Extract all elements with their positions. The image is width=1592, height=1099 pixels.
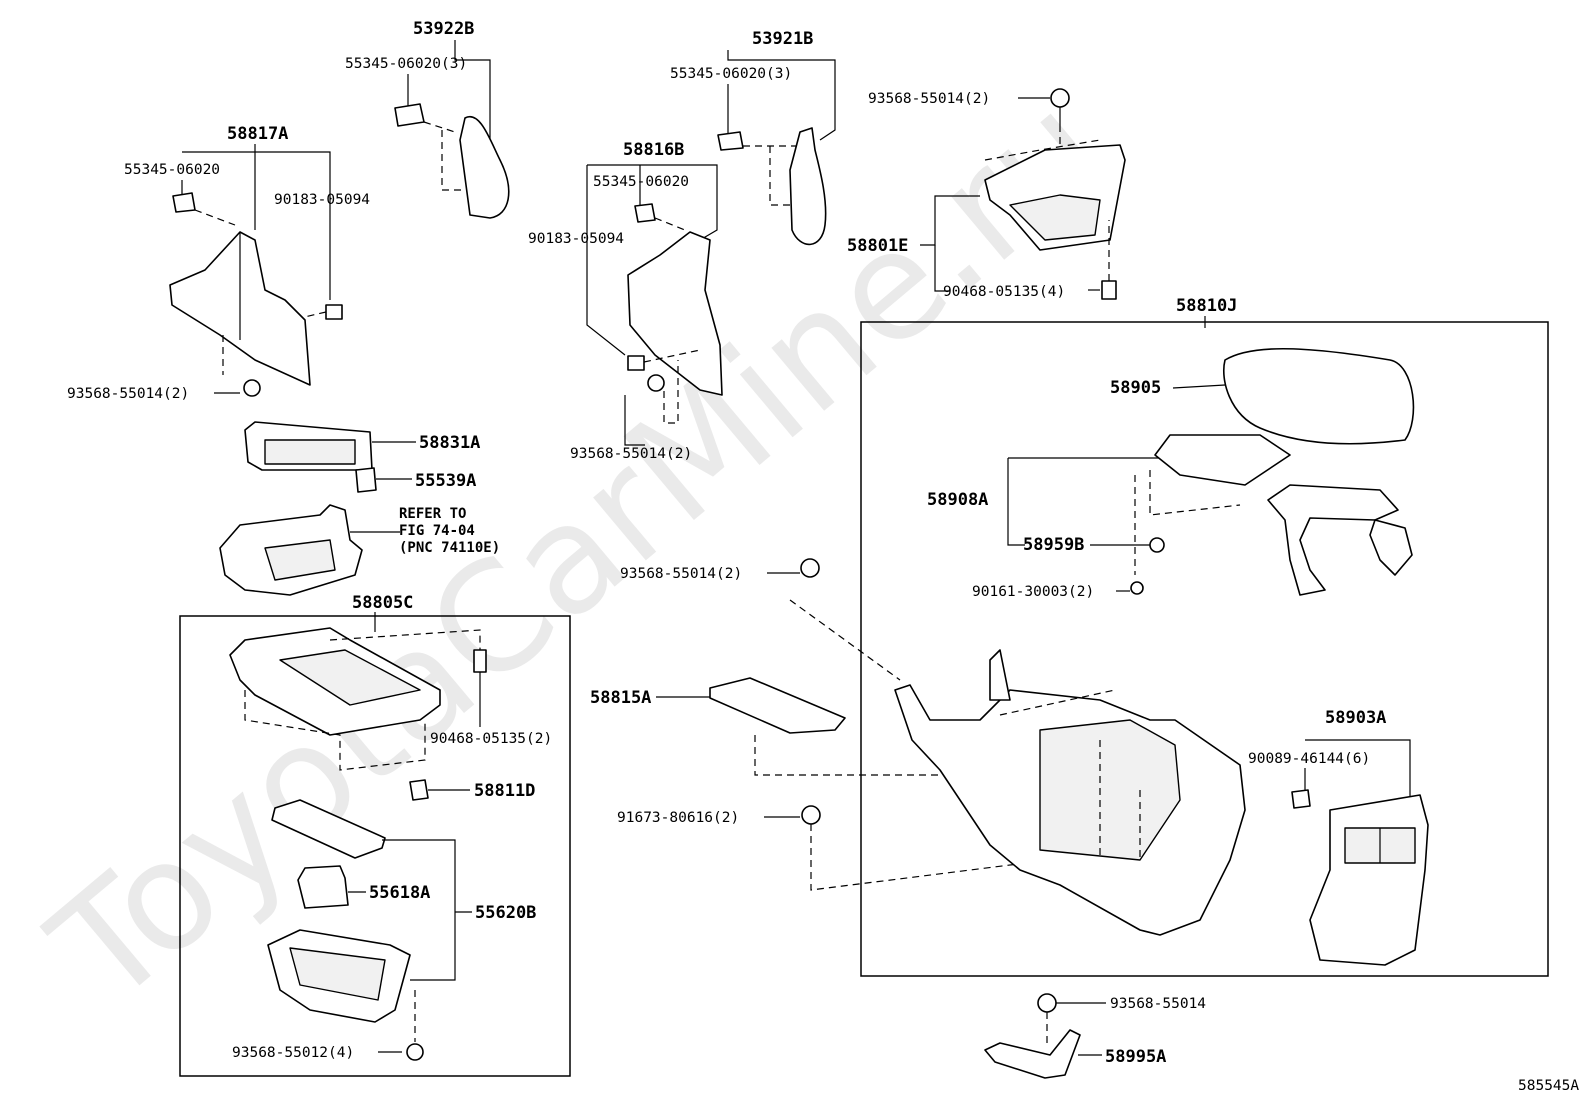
label-58831A: 58831A	[419, 433, 480, 453]
label-58817A: 58817A	[227, 124, 288, 144]
bolt-icon	[1050, 88, 1070, 108]
clip-icon	[1101, 280, 1117, 300]
bolt-icon	[243, 379, 261, 397]
holder-icon	[297, 865, 349, 909]
bolt-icon	[406, 1043, 424, 1061]
side-cover-icon	[789, 127, 827, 246]
clip-icon	[409, 779, 429, 801]
label-90183-05094-a: 90183-05094	[274, 192, 370, 208]
label-91673-80616-2: 91673-80616(2)	[617, 810, 739, 826]
label-93568-55014-2-a: 93568-55014(2)	[868, 91, 990, 107]
part-91673-80616-2: 91673-80616(2)	[617, 805, 1051, 891]
clip-icon	[634, 203, 656, 223]
label-58959B: 58959B	[1023, 535, 1084, 555]
part-58805C: 58805C 90468-05135(2) 58811D 55618A 5562…	[229, 593, 552, 1061]
label-90468-05135-4: 90468-05135(4)	[943, 284, 1065, 300]
mat-icon	[709, 677, 846, 734]
screw-icon	[1130, 581, 1144, 595]
clip-icon	[717, 131, 744, 151]
hinge-bracket-icon	[1267, 484, 1399, 596]
label-55345-06020-3-b: 55345-06020(3)	[670, 66, 792, 82]
label-93568-55014-2-d: 93568-55014(2)	[620, 566, 742, 582]
label-58805C: 58805C	[352, 593, 413, 613]
label-93568-55014-2-b: 93568-55014(2)	[67, 386, 189, 402]
part-58995A: 93568-55014 58995A	[984, 993, 1206, 1079]
part-53922B: 53922B 55345-06020(3)	[345, 19, 510, 219]
label-58903A: 58903A	[1325, 708, 1386, 728]
bolt-icon	[801, 805, 821, 825]
bolt-icon	[1037, 993, 1057, 1013]
label-58905: 58905	[1110, 378, 1161, 398]
label-55620B: 55620B	[475, 903, 536, 923]
label-90468-05135-2: 90468-05135(2)	[430, 731, 552, 747]
armrest-icon	[1223, 347, 1415, 445]
label-58816B: 58816B	[623, 140, 684, 160]
clip-icon	[394, 103, 425, 127]
part-53921B: 53921B 55345-06020(3)	[670, 29, 836, 246]
clip-icon	[1291, 789, 1311, 809]
label-93568-55014-2-c: 93568-55014(2)	[570, 446, 692, 462]
label-93568-55012-4: 93568-55012(4)	[232, 1045, 354, 1061]
cover-icon	[355, 467, 377, 493]
panel-icon	[627, 231, 723, 396]
label-55539A: 55539A	[415, 471, 476, 491]
label-53922B: 53922B	[413, 19, 474, 39]
diagram-id: 585545A	[1518, 1078, 1579, 1094]
ref-note-line3: (PNC 74110E)	[399, 540, 500, 556]
label-93568-55014: 93568-55014	[1110, 996, 1206, 1012]
part-58810J: 58810J 58905 58908A 58959B 90161-30003(2…	[894, 296, 1429, 966]
label-58810J: 58810J	[1176, 296, 1237, 316]
label-58815A: 58815A	[590, 688, 651, 708]
part-58815A: 58815A	[590, 677, 965, 776]
label-55345-06020-b: 55345-06020	[593, 174, 689, 190]
label-58801E: 58801E	[847, 236, 908, 256]
part-58817A: 58817A 55345-06020 90183-05094 93568-550…	[67, 124, 370, 402]
bolt-icon	[800, 558, 820, 578]
label-58995A: 58995A	[1105, 1047, 1166, 1067]
lid-icon	[271, 799, 386, 859]
clip-icon	[627, 355, 645, 371]
part-58801E: 93568-55014(2) 58801E 90468-05135(4)	[847, 88, 1126, 300]
part-58816B: 58816B 55345-06020 90183-05094 93568-550…	[528, 140, 723, 462]
label-55345-06020-3-a: 55345-06020(3)	[345, 56, 467, 72]
screw-icon	[1149, 537, 1165, 553]
side-cover-icon	[459, 115, 510, 219]
label-90161-30003-2: 90161-30003(2)	[972, 584, 1094, 600]
part-58831A: 58831A 55539A REFER TO FIG 74-04 (PNC 74…	[219, 421, 500, 596]
clip-icon	[473, 649, 487, 673]
label-55618A: 55618A	[369, 883, 430, 903]
label-58811D: 58811D	[474, 781, 535, 801]
screw-icon	[325, 304, 343, 320]
hinge-icon	[1154, 434, 1291, 486]
rear-panel-icon	[1309, 794, 1429, 966]
ref-note-line1: REFER TO	[399, 506, 466, 522]
part-93568-55014-2-d: 93568-55014(2)	[620, 558, 901, 681]
ref-note-line2: FIG 74-04	[399, 523, 475, 539]
bracket-icon	[984, 1029, 1081, 1079]
bolt-icon	[647, 374, 665, 392]
label-55345-06020-a: 55345-06020	[124, 162, 220, 178]
clip-icon	[172, 192, 196, 213]
label-90183-05094-b: 90183-05094	[528, 231, 624, 247]
label-90089-46144-6: 90089-46144(6)	[1248, 751, 1370, 767]
label-58908A: 58908A	[927, 490, 988, 510]
label-53921B: 53921B	[752, 29, 813, 49]
